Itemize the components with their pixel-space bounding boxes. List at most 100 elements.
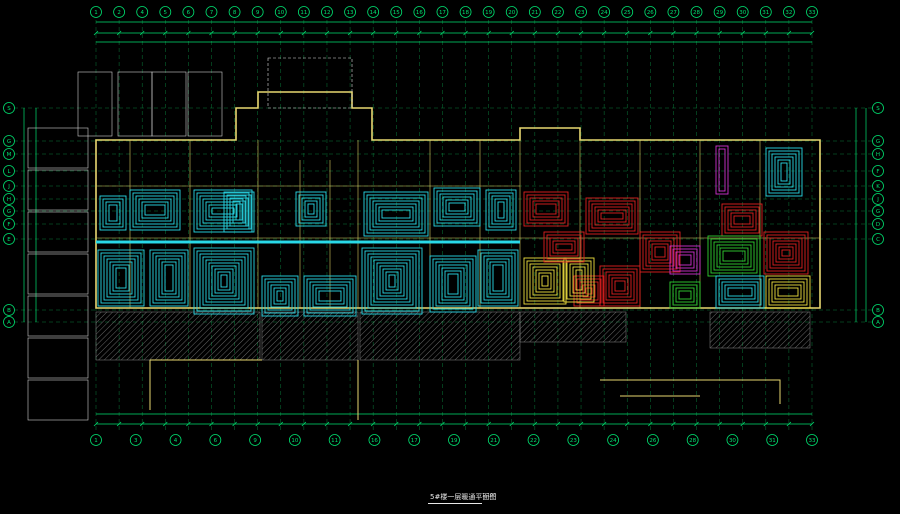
axis-bubble-label: 33 (809, 10, 816, 16)
dimension-tick (809, 421, 815, 427)
axis-bubble-circle (872, 135, 884, 147)
dimension-tick (740, 421, 745, 427)
heating-coil-loop (115, 267, 127, 289)
axis-bubble-left: G (3, 135, 15, 147)
dimension-tick (324, 30, 330, 36)
heating-coil-loop (579, 281, 599, 301)
axis-bubble-label: 26 (647, 10, 654, 16)
axis-bubble-right: G (872, 205, 884, 217)
dimension-tick (624, 30, 630, 36)
heating-coil-loop (99, 195, 127, 231)
axis-bubble-top: 25 (621, 6, 634, 18)
axis-bubble-bottom: 6 (209, 434, 222, 446)
heating-coil-loop (718, 278, 762, 306)
axis-bubble-circle (182, 6, 195, 18)
dimension-tick (209, 421, 214, 427)
axis-bubble-circle (872, 218, 884, 230)
axis-bubble-label: F (876, 169, 879, 175)
heating-coil-loop (100, 252, 142, 304)
axis-bubble-label: 22 (530, 438, 537, 444)
heating-coil-loop (235, 203, 243, 221)
heating-coil-loop (538, 272, 552, 290)
annex-room (151, 71, 187, 137)
axis-bubble-label: 29 (716, 10, 723, 16)
heating-coil-loop (563, 257, 595, 303)
heating-coil-loop (295, 191, 327, 227)
heating-coil-loop (718, 148, 726, 192)
axis-bubble-top: 29 (713, 6, 726, 18)
left-annex-room (27, 379, 89, 421)
heating-coil-loop (264, 278, 296, 314)
axis-bubble-label: S (876, 106, 880, 112)
heating-coil-loop (432, 258, 474, 310)
axis-bubble-left: J (3, 180, 15, 192)
axis-bubble-label: 31 (769, 438, 776, 444)
axis-bubble-label: 19 (451, 438, 458, 444)
heating-coil-loop (223, 191, 255, 233)
axis-bubble-label: 27 (670, 10, 677, 16)
dimension-tick (601, 30, 607, 36)
heating-coil-loop (549, 237, 579, 257)
axis-bubble-circle (667, 6, 680, 18)
axis-bubble-circle (872, 205, 884, 217)
axis-bubble-label: 21 (490, 438, 497, 444)
dimension-tick (278, 421, 284, 427)
axis-bubble-right: D (872, 218, 884, 230)
axis-bubble-label: G (876, 139, 880, 145)
axis-bubble-label: 25 (624, 10, 631, 16)
heating-coil-loop (129, 189, 181, 231)
dimension-tick (624, 421, 630, 427)
axis-bubble-right: J (872, 193, 884, 205)
heating-coil-loop (572, 266, 586, 294)
axis-bubble-top: 23 (575, 6, 587, 18)
dimension-tick (232, 421, 237, 427)
heating-coil-loop (771, 153, 797, 191)
axis-bubble-top: 15 (390, 6, 403, 18)
axis-bubble-right: G (872, 135, 884, 147)
axis-bubble-label: 11 (331, 438, 338, 444)
heating-coil-loop (774, 284, 802, 300)
heating-coil-loop (364, 250, 420, 312)
heating-coil-loop (715, 145, 729, 195)
heating-coil-loop (486, 258, 510, 298)
heating-coil-loop (768, 278, 808, 306)
axis-bubble-label: D (876, 222, 880, 228)
axis-bubble-label: J (876, 197, 879, 203)
dimension-tick (116, 30, 122, 36)
heating-coil-loop (208, 262, 240, 300)
axis-bubble-circle (872, 180, 884, 192)
axis-bubble-right: C (872, 233, 884, 245)
heating-coil-loop (232, 200, 246, 224)
axis-bubble-label: G (876, 209, 880, 215)
dimension-tick (417, 421, 422, 427)
heating-coil-loop (433, 187, 481, 227)
axis-bubble-circle (136, 6, 149, 18)
heating-coil-loop (588, 200, 636, 232)
axis-bubble-left: B (3, 304, 15, 316)
heating-coil-loop (582, 284, 596, 298)
heating-coil-loop (777, 287, 799, 297)
axis-bubble-label: 9 (256, 10, 260, 16)
dimension-tick (809, 30, 815, 36)
heating-coil-loop (149, 249, 189, 307)
heating-coil-loop (436, 190, 478, 224)
axis-bubble-top: 7 (205, 6, 218, 18)
axis-bubble-left: M (3, 148, 15, 160)
left-annex-room (27, 295, 89, 337)
dimension-tick (694, 421, 699, 427)
axis-bubble-circle (288, 434, 301, 446)
heating-coil-loop (448, 202, 466, 212)
heating-coil-loop (651, 243, 669, 261)
heating-coil-loop (267, 281, 293, 311)
axis-bubble-label: J (7, 184, 10, 190)
axis-bubble-label: 21 (531, 10, 538, 16)
heating-coil-loop (442, 196, 472, 218)
axis-bubble-top: 17 (436, 6, 449, 18)
heating-coil-loop (363, 191, 429, 237)
heating-coil-loop (318, 290, 342, 302)
dimension-tick (555, 421, 561, 427)
axis-bubble-label: 5 (164, 10, 168, 16)
heating-coil-loop (730, 212, 754, 228)
axis-bubble-label: 1 (94, 10, 98, 16)
